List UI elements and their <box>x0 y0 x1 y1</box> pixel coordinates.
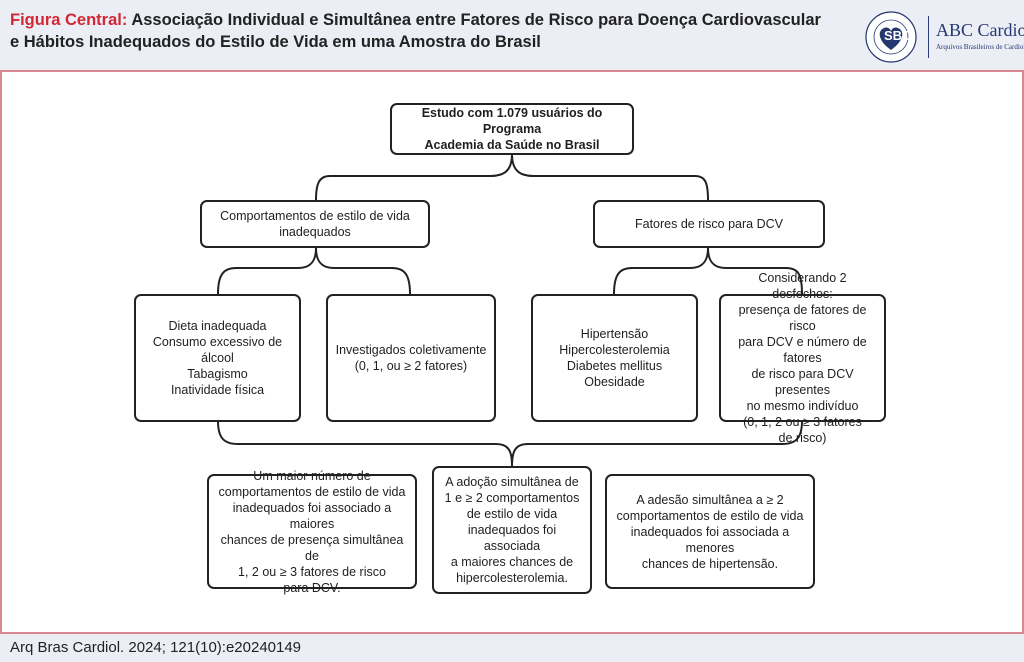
logo-divider <box>928 16 929 58</box>
result-box-2: A adoção simultânea de 1 e ≥ 2 comportam… <box>432 466 592 594</box>
result-box-1: Um maior número de comportamentos de est… <box>207 469 417 595</box>
sbc-abbrev: SBC <box>884 28 912 43</box>
collective-analysis-box: Investigados coletivamente (0, 1, ou ≥ 2… <box>326 294 496 422</box>
title-text: Associação Individual e Simultânea entre… <box>10 11 821 51</box>
footer: Arq Bras Cardiol. 2024; 121(10):e2024014… <box>0 632 1024 662</box>
outcomes-box: Considerando 2 desfechos: presença de fa… <box>719 271 886 445</box>
page-title: Figura Central: Associação Individual e … <box>10 9 830 53</box>
header: Figura Central: Associação Individual e … <box>0 0 1024 72</box>
result-box-3: A adesão simultânea a ≥ 2 comportamentos… <box>605 474 815 589</box>
lifestyle-items-box: Dieta inadequada Consumo excessivo de ál… <box>134 294 301 422</box>
journal-name: ABC Cardiol <box>936 20 1024 40</box>
risk-factor-items-box: Hipertensão Hipercolesterolemia Diabetes… <box>531 294 698 422</box>
title-lead: Figura Central: <box>10 11 128 29</box>
root-box: Estudo com 1.079 usuários do Programa Ac… <box>390 103 634 155</box>
journal-subtitle: Arquivos Brasileiros de Cardiologia <box>936 43 1024 51</box>
logo-area: SBC ABC Cardiol Arquivos Brasileiros de … <box>860 10 1024 64</box>
sbc-logo <box>865 11 917 63</box>
cvd-risk-factors-box: Fatores de risco para DCV <box>593 200 825 248</box>
citation: Arq Bras Cardiol. 2024; 121(10):e2024014… <box>10 639 302 656</box>
lifestyle-behaviors-box: Comportamentos de estilo de vida inadequ… <box>200 200 430 248</box>
